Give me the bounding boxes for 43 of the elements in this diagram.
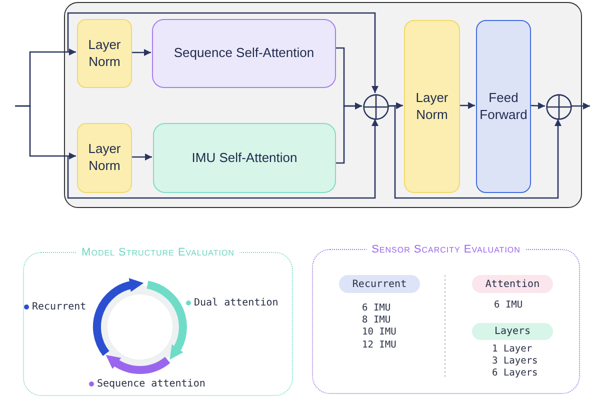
block-label: Layers	[494, 325, 531, 338]
arrow	[67, 119, 378, 199]
block-label: Attention	[485, 278, 540, 290]
encoder-block	[64, 2, 582, 208]
block-label: Sequence Self-Attention	[174, 45, 314, 62]
legend-label: Sequence attention	[97, 378, 206, 390]
arrow	[131, 49, 151, 56]
configuration-label: 6 IMU	[362, 302, 391, 314]
panel-title: Model Structure Evaluation	[76, 246, 240, 258]
arrow	[388, 105, 562, 199]
attention-block	[152, 19, 336, 88]
category-pill	[472, 323, 553, 340]
category-pill	[339, 275, 420, 293]
arrow	[67, 12, 378, 93]
attention-block	[153, 123, 336, 193]
configuration-label: 6 Layers	[492, 368, 538, 378]
arrow	[131, 154, 152, 160]
arrow	[530, 102, 546, 110]
block-label: Layer Norm	[87, 36, 122, 70]
panel-title: Sensor Scarcity Evaluation	[366, 243, 526, 256]
block-label: Feed Forward	[478, 90, 528, 124]
sum-circle	[546, 94, 572, 120]
norm-block	[404, 20, 460, 193]
norm-block	[77, 19, 132, 88]
arrow	[15, 105, 76, 160]
sum-circle	[363, 94, 389, 120]
configuration-label: 3 Layers	[492, 356, 538, 366]
arrow	[459, 102, 475, 109]
category-pill	[472, 275, 553, 293]
configuration-label: 8 IMU	[362, 314, 391, 326]
configuration-label: 12 IMU	[362, 340, 396, 350]
norm-block	[77, 123, 132, 193]
block-label: Recurrent	[352, 278, 407, 290]
legend-label: Recurrent	[32, 302, 86, 312]
arrow	[335, 102, 362, 164]
block-label: Layer Norm	[414, 90, 450, 124]
feed-forward-block	[476, 20, 531, 193]
block-label: IMU Self-Attention	[192, 150, 298, 166]
configuration-label: 6 IMU	[494, 300, 523, 310]
block-label: Layer Norm	[87, 141, 122, 175]
legend-label: Dual attention	[194, 298, 278, 308]
configuration-label: 10 IMU	[362, 326, 396, 338]
arrow	[571, 102, 590, 110]
